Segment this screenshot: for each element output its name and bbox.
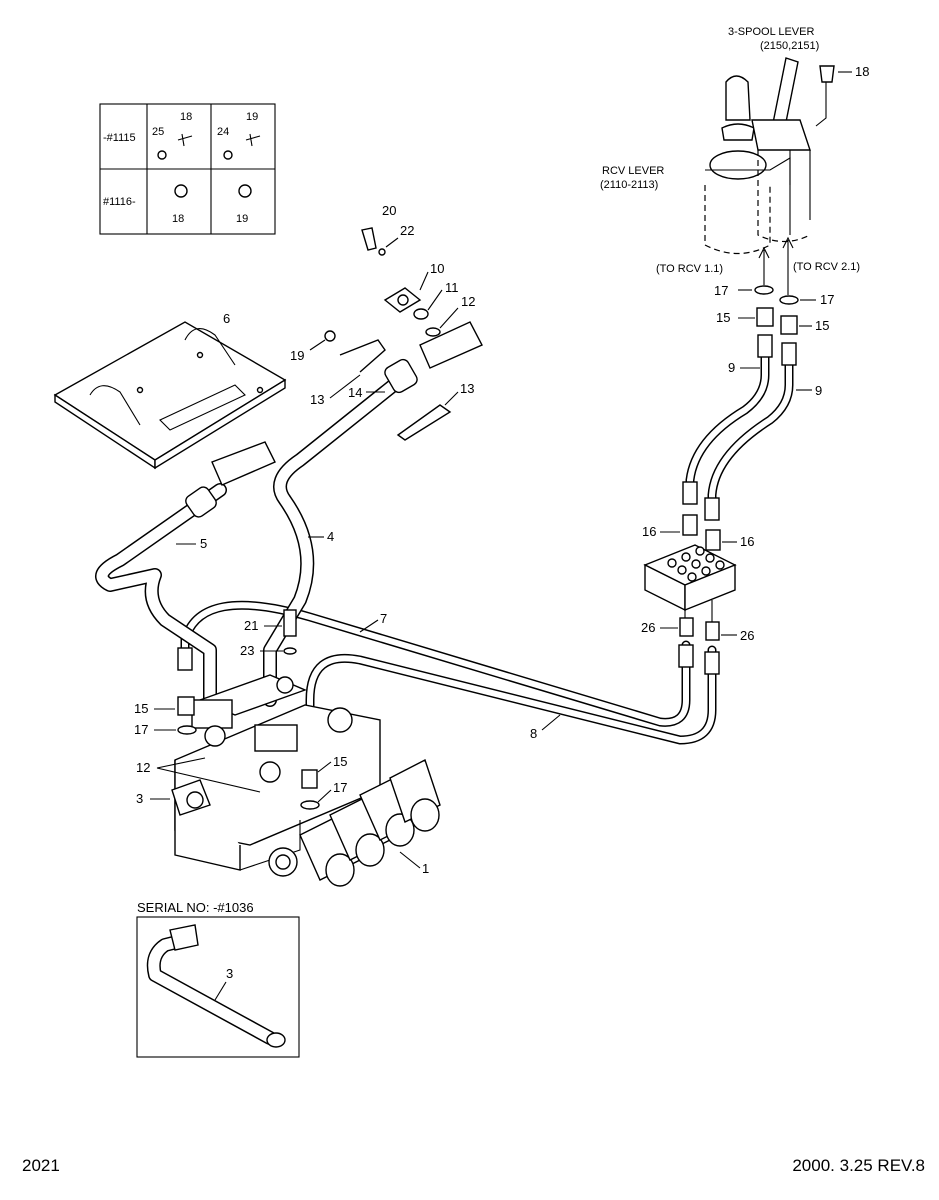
- pipe-5: 5: [95, 441, 276, 707]
- svg-text:13: 13: [460, 381, 474, 396]
- rcv-lever-parts: (2110-2113): [600, 179, 658, 191]
- svg-text:19: 19: [246, 111, 258, 123]
- svg-text:5: 5: [200, 536, 207, 551]
- svg-text:7: 7: [380, 611, 387, 626]
- connector-icon: [682, 514, 698, 536]
- control-valve: 3 1 12 15 17 21 23: [134, 609, 441, 887]
- joystick-grip: [725, 75, 751, 121]
- svg-text:19: 19: [290, 348, 304, 363]
- bolt-icon: [245, 133, 261, 147]
- clamp-icon: [238, 184, 252, 198]
- svg-text:1: 1: [422, 861, 429, 876]
- serial-row1-label: -#1115: [103, 132, 136, 144]
- nut-icon: [223, 150, 233, 160]
- svg-text:18: 18: [855, 64, 869, 79]
- clamp-icon: [324, 330, 336, 342]
- serial-row2-label: #1116-: [103, 196, 136, 208]
- nut-icon: [157, 150, 167, 160]
- serial-table: -#1115 #1116- 25 18 24 19 18 19: [99, 103, 276, 235]
- svg-text:8: 8: [530, 726, 537, 741]
- bolt-icon: [177, 133, 193, 147]
- svg-text:15: 15: [134, 701, 148, 716]
- hose-7-8: 7 8: [177, 600, 720, 745]
- svg-text:12: 12: [461, 294, 475, 309]
- svg-text:17: 17: [134, 722, 148, 737]
- svg-text:9: 9: [815, 383, 822, 398]
- svg-text:10: 10: [430, 261, 444, 276]
- connector-icon: [301, 769, 318, 789]
- svg-text:26: 26: [740, 628, 754, 643]
- svg-text:15: 15: [333, 754, 347, 769]
- svg-text:26: 26: [641, 620, 655, 635]
- svg-text:19: 19: [236, 213, 248, 225]
- svg-text:20: 20: [382, 203, 396, 218]
- port-icon: [204, 725, 226, 747]
- svg-text:24: 24: [217, 126, 229, 138]
- lever-assembly: 3-SPOOL LEVER (2150,2151) RCV LEVER (211…: [600, 26, 869, 335]
- to-rcv-2-label: (TO RCV 2.1): [793, 261, 860, 273]
- clamp-icon: [174, 184, 188, 198]
- svg-text:17: 17: [714, 283, 728, 298]
- svg-text:13: 13: [310, 392, 324, 407]
- svg-text:23: 23: [240, 643, 254, 658]
- o-ring-icon: [177, 725, 197, 735]
- svg-text:21: 21: [244, 618, 258, 633]
- port-icon: [259, 761, 281, 783]
- three-spool-parts: (2150,2151): [760, 40, 819, 52]
- o-ring-icon: [425, 327, 441, 337]
- serial-inset-label: SERIAL NO: -#1036: [137, 900, 254, 915]
- connector-icon: [756, 307, 774, 327]
- svg-text:22: 22: [400, 223, 414, 238]
- o-ring-icon: [779, 295, 799, 305]
- joystick-boot: [709, 150, 767, 180]
- serial-inset: SERIAL NO: -#1036 3: [136, 900, 300, 1058]
- pipe-clamps: 20 22 10 11 12 19 13 14 13: [290, 203, 483, 441]
- to-rcv-1-label: (TO RCV 1.1): [656, 263, 723, 275]
- cover-plate-6: 6: [53, 311, 287, 470]
- svg-text:3: 3: [226, 966, 233, 981]
- hose-9: 9 9: [682, 334, 822, 521]
- manifold-block: 16 16 26 26: [641, 514, 754, 643]
- connector-icon: [705, 529, 721, 551]
- o-ring-icon: [300, 800, 320, 810]
- clip-13: [396, 404, 452, 441]
- svg-text:14: 14: [348, 385, 362, 400]
- svg-text:11: 11: [445, 280, 459, 295]
- solenoid-cylinders: [268, 759, 441, 887]
- connector-icon: [705, 621, 720, 641]
- bolt-icon: [283, 609, 297, 637]
- svg-text:18: 18: [172, 213, 184, 225]
- page-number: 2021: [22, 1156, 60, 1175]
- svg-text:25: 25: [152, 126, 164, 138]
- clip-13: [339, 339, 386, 373]
- rcv-lever-label: RCV LEVER: [602, 165, 664, 177]
- svg-text:6: 6: [223, 311, 230, 326]
- bolt-icon: [819, 65, 835, 83]
- rcv-lever-body: [704, 185, 771, 254]
- o-ring-icon: [413, 308, 429, 320]
- svg-text:4: 4: [327, 529, 334, 544]
- svg-text:18: 18: [180, 111, 192, 123]
- svg-text:3: 3: [136, 791, 143, 806]
- svg-text:17: 17: [333, 780, 347, 795]
- svg-text:15: 15: [815, 318, 829, 333]
- washer-icon: [378, 248, 386, 256]
- bolt-icon: [361, 227, 377, 251]
- svg-text:16: 16: [740, 534, 754, 549]
- three-spool-label: 3-SPOOL LEVER: [728, 26, 814, 38]
- o-ring-icon: [754, 285, 774, 295]
- svg-text:16: 16: [642, 524, 656, 539]
- svg-text:17: 17: [820, 292, 834, 307]
- svg-text:12: 12: [136, 760, 150, 775]
- washer-icon: [283, 647, 297, 655]
- connector-icon: [679, 617, 694, 637]
- connector-icon: [780, 315, 798, 335]
- svg-text:15: 15: [716, 310, 730, 325]
- pipe-4: 4: [263, 373, 407, 707]
- revision-date: 2000. 3.25 REV.8: [792, 1156, 925, 1175]
- svg-text:9: 9: [728, 360, 735, 375]
- connector-icon: [177, 696, 195, 716]
